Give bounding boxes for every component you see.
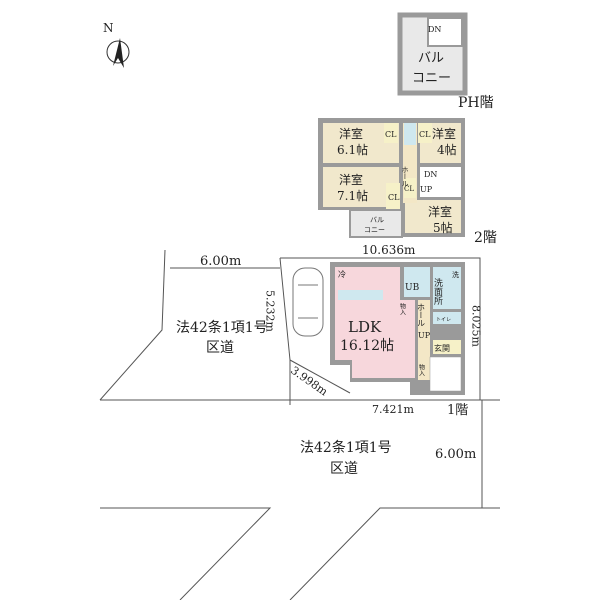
dim-diagonal: 3.998m (288, 364, 330, 399)
ldk-label: LDK (348, 318, 382, 336)
closet-3: CL (388, 193, 400, 202)
room-2f-1-size: 6.1帖 (337, 142, 368, 157)
closet-4: CL (404, 185, 414, 193)
floor-2: 洋室 6.1帖 洋室 4帖 洋室 7.1帖 洋室 5帖 CL CL CL CL … (318, 118, 497, 257)
room-2f-2-name: 洋室 (432, 126, 456, 141)
toilet: トイレ (436, 317, 451, 323)
road-left-width: 6.00m (200, 254, 241, 269)
storage-1: 物入 (399, 302, 406, 315)
closet-2: CL (419, 130, 431, 139)
north-arrow-icon: N (103, 21, 130, 68)
room-2f-3-name: 洋室 (339, 172, 363, 187)
ldk-size: 16.12帖 (340, 338, 394, 354)
ph-floor: DN バル コニー PH階 (397, 12, 494, 111)
stairs-dn: DN (424, 170, 437, 179)
room-2f-1-name: 洋室 (339, 126, 363, 141)
ph-floor-label: PH階 (458, 95, 494, 111)
washer: 洗 (452, 270, 459, 279)
balcony-2f-1: バル (370, 216, 384, 224)
entrance: 玄関 (434, 343, 450, 353)
floor-1: 冷 LDK 16.12帖 UB 洗面所 洗 物入 ホール UP トイレ 玄関 物… (264, 262, 483, 418)
room-2f-2-size: 4帖 (437, 142, 457, 157)
road-lines (99, 249, 500, 600)
room-2f-4-size: 5帖 (433, 220, 453, 235)
floor-1-label: 1階 (447, 403, 468, 418)
room-2f-3-size: 7.1帖 (337, 188, 368, 203)
road-bottom-width: 6.00m (435, 447, 476, 462)
road-left: 6.00m 法42条1項1号 区道 (170, 254, 280, 356)
unit-bath: UB (405, 283, 420, 293)
dim-left: 5.232m (264, 290, 277, 332)
closet-1: CL (385, 130, 397, 139)
room-2f-4-name: 洋室 (428, 204, 452, 219)
storage-2: 物入 (418, 363, 425, 376)
hall-2f: ホール (401, 166, 409, 187)
fridge: 冷 (338, 269, 346, 279)
ph-balcony-1: バル (418, 51, 444, 66)
ph-balcony-2: コニー (412, 71, 451, 86)
washroom: 洗面所 (432, 277, 443, 306)
floor-2-label: 2階 (474, 230, 497, 246)
road-left-type: 区道 (206, 340, 234, 356)
north-label: N (103, 21, 114, 35)
stairs-1f-up: UP (418, 331, 431, 340)
road-bottom-name: 法42条1項1号 (300, 439, 392, 456)
dim-width: 10.636m (362, 243, 416, 257)
ph-dn: DN (428, 25, 441, 34)
dim-bottom: 7.421m (372, 403, 414, 416)
road-bottom-type: 区道 (330, 461, 358, 477)
stairs-up: UP (420, 185, 433, 194)
road-left-name: 法42条1項1号 (176, 319, 268, 336)
car-icon (292, 267, 324, 337)
balcony-2f-2: コニー (364, 226, 385, 234)
road-bottom: 6.00m 法42条1項1号 区道 (300, 400, 483, 508)
dim-right: 8.025m (470, 305, 483, 347)
hall-1f: ホール (417, 303, 426, 327)
